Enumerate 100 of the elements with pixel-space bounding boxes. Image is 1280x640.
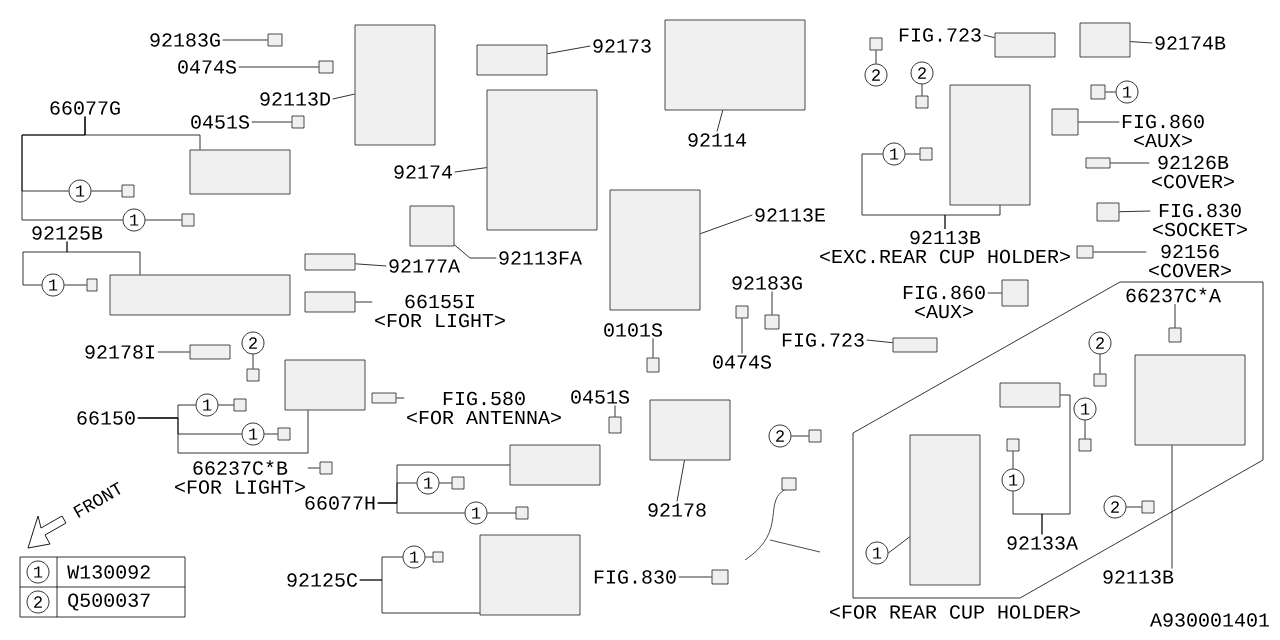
part-number: 92156 <COVER> bbox=[1149, 244, 1231, 278]
callout-number: 1 bbox=[122, 208, 146, 232]
part-drawing bbox=[915, 95, 929, 109]
part-number: 92183G bbox=[732, 276, 802, 290]
part-number: 92183G bbox=[150, 33, 220, 47]
part-drawing bbox=[664, 19, 806, 111]
part-drawing bbox=[1134, 354, 1246, 446]
part-drawing bbox=[109, 274, 291, 316]
part-drawing bbox=[869, 37, 883, 51]
part-number: FIG.723 bbox=[782, 333, 864, 347]
part-drawing bbox=[1085, 157, 1111, 169]
part-drawing bbox=[919, 147, 933, 161]
leader-line bbox=[377, 464, 511, 504]
leader-line bbox=[64, 284, 88, 286]
part-drawing bbox=[319, 461, 333, 475]
part-number: FIG.860 <AUX> bbox=[1122, 114, 1204, 148]
leader-line bbox=[1118, 210, 1151, 213]
leader-line bbox=[741, 317, 743, 354]
part-number: 66155I <FOR LIGHT> bbox=[375, 294, 505, 328]
part-number: 0451S bbox=[571, 390, 629, 404]
part-drawing bbox=[1168, 327, 1182, 343]
part-number: 0474S bbox=[713, 355, 771, 369]
callout-number: 1 bbox=[1115, 80, 1139, 104]
part-number: FIG.723 bbox=[899, 28, 981, 42]
part-number: 66150 bbox=[77, 411, 135, 425]
callout-number: 1 bbox=[195, 393, 219, 417]
part-drawing bbox=[277, 427, 291, 441]
callout-number: 2 bbox=[1103, 495, 1127, 519]
leader-line bbox=[1126, 506, 1143, 508]
part-drawing bbox=[892, 337, 938, 353]
part-drawing bbox=[304, 253, 356, 271]
part-drawing bbox=[1078, 438, 1092, 452]
leader-line bbox=[921, 84, 923, 97]
leader-line bbox=[1092, 251, 1147, 253]
part-number: 92114 bbox=[688, 133, 746, 147]
part-drawing bbox=[86, 278, 98, 292]
part-drawing bbox=[284, 359, 366, 411]
drawing-number: A930001401 bbox=[1150, 613, 1270, 627]
part-drawing bbox=[609, 189, 701, 311]
leader-line bbox=[439, 482, 453, 484]
leader-line bbox=[1077, 121, 1120, 123]
part-number: 92133A bbox=[1007, 536, 1078, 550]
leader-line bbox=[264, 433, 279, 435]
leader-line bbox=[652, 338, 654, 359]
part-number: 0101S bbox=[604, 323, 662, 337]
part-number: 92177A bbox=[389, 259, 460, 273]
leader-line bbox=[453, 244, 497, 259]
table-cell: Q500037 bbox=[68, 593, 150, 611]
part-drawing bbox=[735, 305, 749, 319]
part-drawing bbox=[318, 60, 334, 74]
part-number: 92113FA bbox=[499, 251, 582, 265]
part-number: 92174 bbox=[394, 165, 452, 179]
leader-line bbox=[354, 301, 373, 303]
part-drawing bbox=[1006, 438, 1020, 452]
leader-line bbox=[1174, 303, 1176, 329]
part-drawing bbox=[233, 398, 247, 412]
leader-line bbox=[944, 204, 1001, 230]
leader-line bbox=[678, 576, 713, 578]
part-drawing bbox=[764, 314, 780, 330]
part-number: 66237C*B <FOR LIGHT> bbox=[175, 460, 305, 494]
leader-line bbox=[1041, 394, 1071, 535]
callout-number: 1 bbox=[68, 179, 92, 203]
part-number: 92125C bbox=[287, 573, 358, 587]
leader-line bbox=[91, 190, 123, 192]
callout-number: 2 bbox=[768, 424, 792, 448]
leader-line bbox=[875, 49, 877, 64]
leader-line bbox=[866, 339, 894, 344]
part-number: 92125B bbox=[32, 226, 103, 240]
leader-line bbox=[332, 93, 356, 100]
leader-line bbox=[1171, 444, 1173, 569]
part-drawing bbox=[479, 534, 581, 616]
callout-number: 2 bbox=[26, 590, 50, 614]
part-drawing bbox=[1096, 202, 1120, 222]
leader-line bbox=[218, 404, 235, 406]
part-number: 92126B <COVER> bbox=[1152, 155, 1234, 189]
part-drawing bbox=[476, 44, 548, 76]
group-label: <FOR REAR CUP HOLDER> bbox=[830, 605, 1080, 619]
part-drawing bbox=[371, 392, 397, 404]
leader-line bbox=[1012, 450, 1014, 469]
leader-line bbox=[157, 351, 191, 353]
part-drawing bbox=[189, 149, 291, 195]
leader-line bbox=[307, 467, 321, 469]
leader-line bbox=[252, 354, 254, 370]
part-drawing bbox=[1079, 22, 1131, 58]
part-drawing bbox=[486, 89, 598, 231]
part-drawing bbox=[649, 399, 731, 461]
callout-number: 1 bbox=[26, 560, 50, 584]
part-number: 66237C*A bbox=[1126, 287, 1221, 303]
part-drawing bbox=[121, 184, 135, 198]
part-drawing bbox=[949, 84, 1031, 206]
part-number: 0451S bbox=[191, 115, 249, 129]
part-drawing bbox=[181, 213, 195, 227]
part-number: 92113B <EXC.REAR CUP HOLDER> bbox=[820, 230, 1070, 264]
leader-line bbox=[1084, 420, 1086, 440]
part-number: 92113D bbox=[260, 92, 330, 106]
leader-line bbox=[614, 405, 616, 418]
leader-line bbox=[771, 291, 773, 316]
leader-line bbox=[716, 109, 724, 132]
callout-number: 2 bbox=[910, 61, 934, 85]
part-number: FIG.860 <AUX> bbox=[903, 285, 985, 319]
